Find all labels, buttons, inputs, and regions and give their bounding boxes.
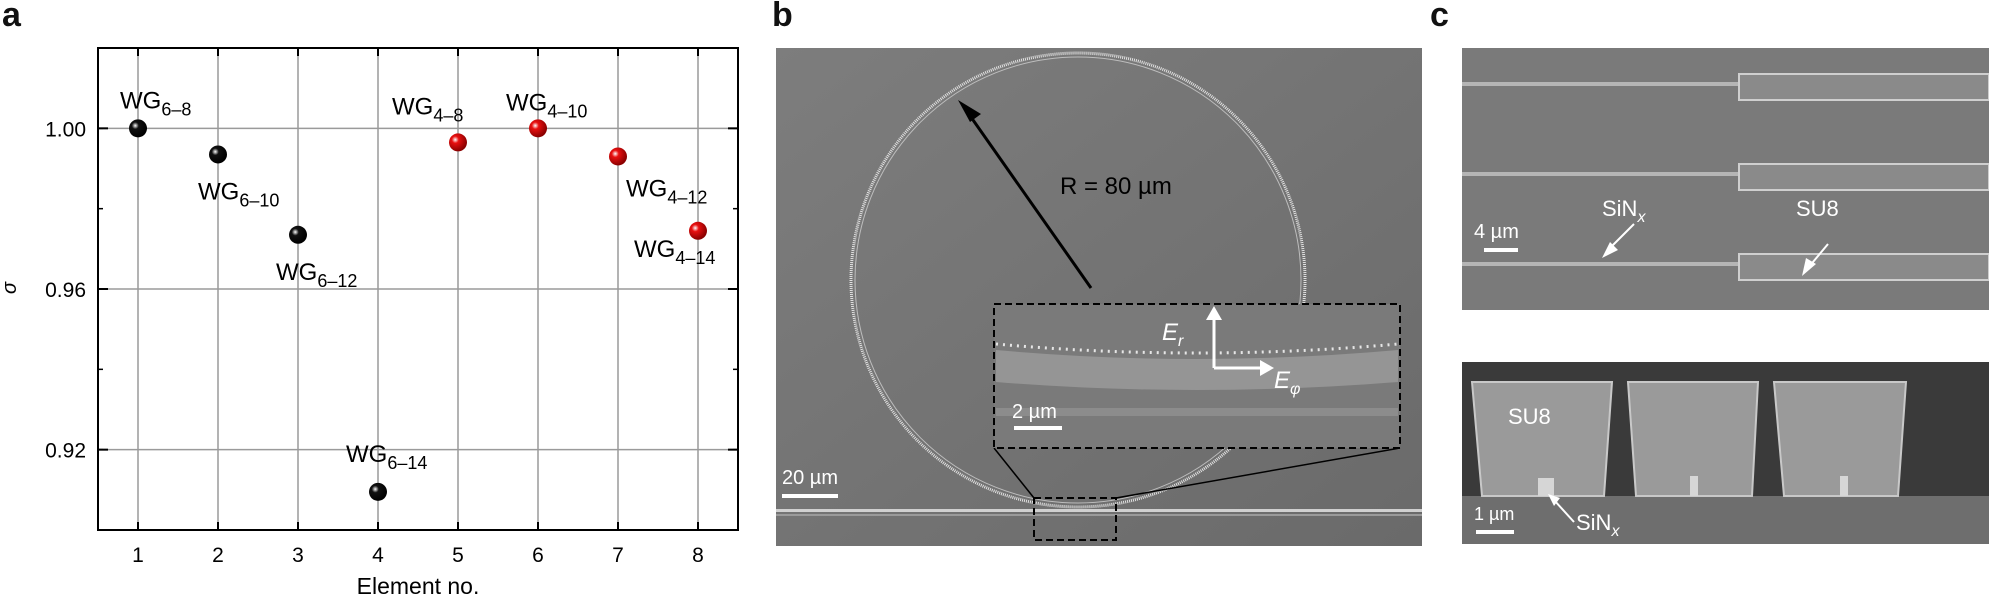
main-scale-bar [782, 494, 838, 498]
y-tick-label: 1.00 [45, 118, 86, 141]
point-label: WG6–8 [120, 87, 191, 119]
radius-label: R = 80 µm [1060, 173, 1172, 200]
point-label: WG4–8 [392, 93, 463, 125]
inset-scale-bar [1014, 426, 1062, 430]
data-point [369, 482, 387, 501]
er-label: Er [1162, 319, 1184, 350]
y-tick-label: 0.92 [45, 440, 86, 463]
point-label: WG6–14 [346, 441, 427, 473]
point-label: WG6–10 [198, 178, 279, 210]
y-tick-label: 0.96 [45, 279, 86, 302]
top-scale-label: 4 µm [1474, 221, 1519, 243]
y-tick-labels: 0.92 0.96 1.00 [45, 118, 738, 463]
bottom-scale-bar [1476, 530, 1514, 534]
data-point [609, 147, 627, 166]
x-tick-labels: 1 2 3 4 5 6 7 8 [132, 48, 704, 567]
bus-waveguide [776, 509, 1422, 512]
x-tick-label: 1 [132, 544, 144, 567]
data-point [129, 119, 147, 138]
radius-arrow [964, 109, 1093, 289]
ephi-label: Eφ [1274, 367, 1300, 398]
inset-scale-label: 2 µm [1012, 401, 1057, 423]
top-scale-bar [1484, 248, 1518, 252]
data-point [209, 145, 227, 164]
y-axis-label: σ [0, 281, 21, 294]
waveguide-array-sem-top: SiNx SU8 4 µm [1462, 48, 1989, 310]
point-label: WG6–12 [276, 259, 357, 291]
data-point [449, 133, 467, 152]
x-tick-label: 4 [372, 544, 384, 567]
point-label: WG4–14 [634, 236, 715, 268]
x-axis-label: Element no. [357, 573, 480, 599]
zoom-region-box [1033, 497, 1117, 541]
data-point [289, 225, 307, 244]
x-tick-label: 5 [452, 544, 464, 567]
x-tick-label: 6 [532, 544, 544, 567]
sinx-cores [1538, 476, 1848, 496]
main-scale-label: 20 µm [782, 467, 838, 489]
point-label: WG4–10 [506, 89, 587, 121]
su8-label-bottom: SU8 [1508, 404, 1551, 429]
x-tick-label: 7 [612, 544, 624, 567]
x-tick-label: 8 [692, 544, 704, 567]
waveguide-rows [1462, 73, 1989, 281]
sinx-label-bottom: SiNx [1576, 510, 1620, 540]
su8-blocks [1470, 381, 1908, 497]
x-tick-label: 3 [292, 544, 304, 567]
panel-label-c: c [1430, 0, 1449, 34]
inset-image [993, 303, 1401, 449]
data-point [689, 221, 707, 240]
sinx-label-top: SiNx [1602, 196, 1646, 226]
su8-label-top: SU8 [1796, 196, 1839, 221]
data-point [529, 119, 547, 138]
microring-sem-image: R = 80 µm Er Eφ 2 µm 20 µm [776, 48, 1422, 546]
panel-label-b: b [772, 0, 793, 34]
point-label: WG4–12 [626, 175, 707, 207]
bottom-scale-label: 1 µm [1474, 504, 1514, 524]
ring-resonator [849, 51, 1307, 509]
x-tick-label: 2 [212, 544, 224, 567]
cross-section-sem-bottom: SU8 1 µm SiNx [1462, 362, 1989, 544]
panel-label-a: a [2, 0, 21, 34]
